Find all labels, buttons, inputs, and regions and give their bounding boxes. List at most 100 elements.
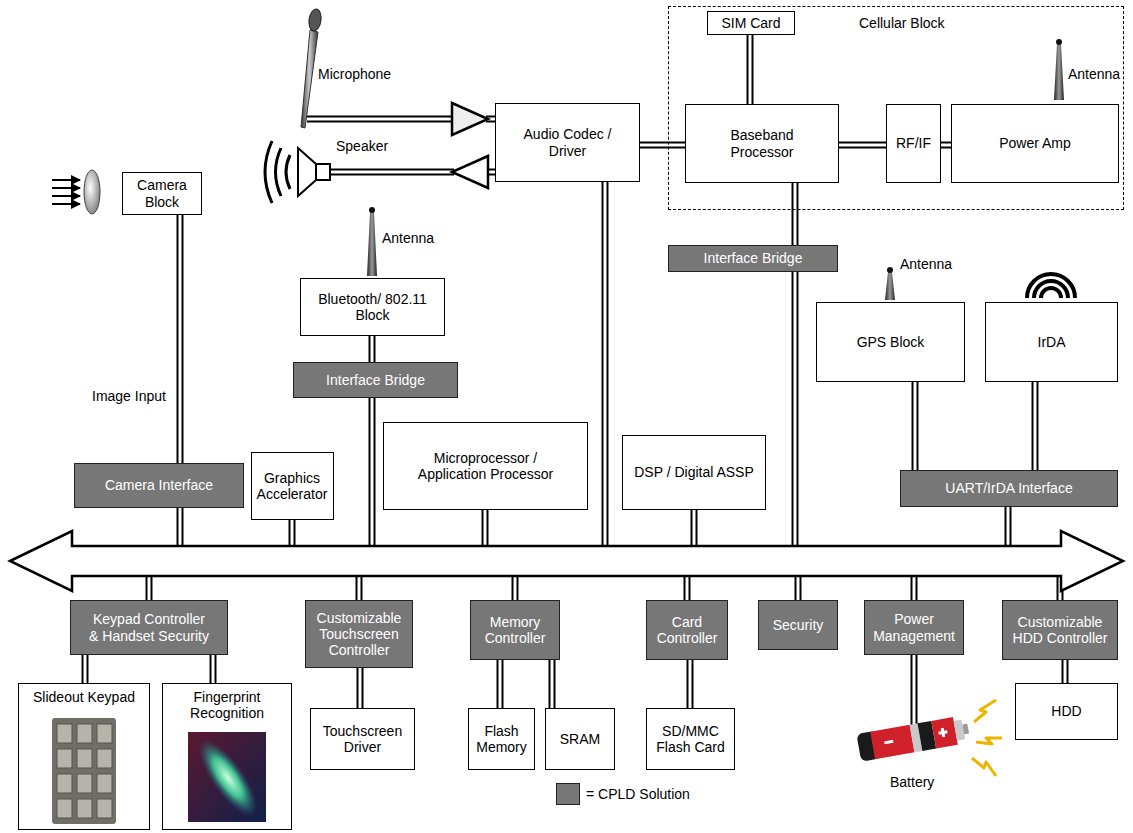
component-box: RF/IF (886, 104, 941, 183)
wire-gap (941, 144, 951, 147)
wire-outline (792, 183, 799, 245)
node-label: UART/IrDA Interface (945, 480, 1072, 496)
wire-outline (357, 668, 364, 708)
component-box: DSP / Digital ASSP (622, 435, 766, 510)
double-wire-gap (149, 119, 1060, 728)
double-wire-connector (915, 382, 916, 470)
amplifier-symbol (452, 156, 488, 188)
double-wire-connector (1035, 382, 1036, 470)
node-label: Interface Bridge (326, 372, 425, 388)
infrared-symbol (1027, 274, 1075, 298)
cpld-block: Interface Bridge (293, 362, 458, 398)
wire-gap (179, 215, 182, 463)
node-label: Bluetooth/ 802.11 Block (313, 291, 433, 323)
wire-gap (839, 144, 886, 147)
double-wire-connector (372, 336, 373, 362)
wire-outline (549, 660, 556, 708)
wire-gap (749, 35, 752, 104)
camera-lens-icon (52, 170, 100, 214)
node-label: Touchscreen Driver (318, 723, 408, 755)
double-wire-connector (213, 655, 214, 683)
keypad-picture (52, 718, 116, 824)
double-wire-connector (941, 145, 951, 146)
annotation-label: Image Input (92, 388, 166, 404)
node-label: Slideout Keypad (33, 689, 135, 705)
system-bus-arrow (10, 531, 1123, 591)
double-wire-connector (690, 660, 691, 708)
component-box: SD/MMC Flash Card (646, 708, 735, 770)
wire-gap (1034, 382, 1037, 470)
fingerprint-picture (188, 731, 267, 825)
component-box: SRAM (545, 708, 615, 770)
wire-outline (912, 382, 919, 470)
wire-outline (1032, 382, 1039, 470)
speaker-icon (265, 141, 330, 203)
wire-gap (499, 660, 502, 708)
antenna-symbol (367, 207, 377, 276)
node-label: Fingerprint Recognition (177, 689, 277, 721)
component-box: Power Amp (951, 104, 1119, 183)
annotation-label: Microphone (318, 66, 391, 82)
wire-gap (1064, 660, 1067, 683)
wire-gap (640, 144, 685, 147)
double-wire-connector (795, 183, 796, 245)
battery-icon (856, 700, 1002, 776)
node-label: HDD (1051, 703, 1081, 719)
component-box: Graphics Accelerator (251, 452, 334, 520)
device-box: Fingerprint Recognition (162, 683, 292, 830)
annotation-label: Antenna (1068, 66, 1120, 82)
node-label: GPS Block (857, 334, 925, 350)
node-label: Baseband Processor (712, 127, 812, 159)
wire-gap (371, 336, 374, 362)
node-label: SRAM (560, 731, 600, 747)
node-label: RF/IF (896, 135, 931, 151)
double-wire-connector (552, 660, 553, 708)
component-box: Touchscreen Driver (310, 708, 415, 770)
component-box: HDD (1015, 683, 1118, 740)
annotation-label: Speaker (336, 138, 388, 154)
double-wire-connector (750, 35, 751, 104)
legend: = CPLD Solution (556, 783, 690, 805)
node-label: SIM Card (721, 15, 780, 31)
wire-gap (794, 183, 797, 245)
component-box: GPS Block (816, 302, 965, 382)
amplifier-symbol (452, 103, 488, 135)
node-label: Card Controller (654, 614, 720, 646)
node-label: Flash Memory (473, 723, 530, 755)
cpld-block: Camera Interface (74, 463, 244, 508)
wire-gap (359, 668, 362, 708)
component-box: Camera Block (122, 172, 202, 215)
node-label: Memory Controller (480, 614, 550, 646)
node-label: Security (773, 617, 824, 633)
wire-outline (177, 215, 184, 463)
component-box: Bluetooth/ 802.11 Block (300, 278, 445, 336)
node-label: Keypad Controller & Handset Security (88, 611, 211, 643)
node-label: Interface Bridge (704, 250, 803, 266)
node-label: Camera Block (129, 177, 195, 209)
antenna-symbol (1054, 39, 1064, 100)
component-box: Microprocessor / Application Processor (383, 422, 588, 510)
component-box: SIM Card (707, 11, 795, 35)
node-label: Audio Codec / Driver (518, 126, 618, 158)
antenna-symbol (885, 267, 895, 300)
double-wire-connector (500, 660, 501, 708)
cpld-block: Customizable Touchscreen Controller (305, 600, 413, 668)
wire-outline (369, 336, 376, 362)
wire-outline (687, 660, 694, 708)
cpld-block: Security (758, 600, 838, 650)
cpld-block: Card Controller (646, 600, 728, 660)
wire-outline (747, 35, 754, 104)
node-label: Cellular Block (859, 15, 945, 31)
wire-gap (551, 660, 554, 708)
node-label: DSP / Digital ASSP (634, 464, 754, 480)
component-box: Audio Codec / Driver (495, 103, 640, 182)
legend-text: = CPLD Solution (586, 786, 690, 802)
node-label: SD/MMC Flash Card (653, 723, 728, 755)
double-wire-connector (839, 145, 886, 146)
double-wire-connector (640, 145, 685, 146)
wire-outline (82, 655, 89, 683)
cpld-block: Memory Controller (470, 600, 560, 660)
annotation-label: Antenna (382, 230, 434, 246)
